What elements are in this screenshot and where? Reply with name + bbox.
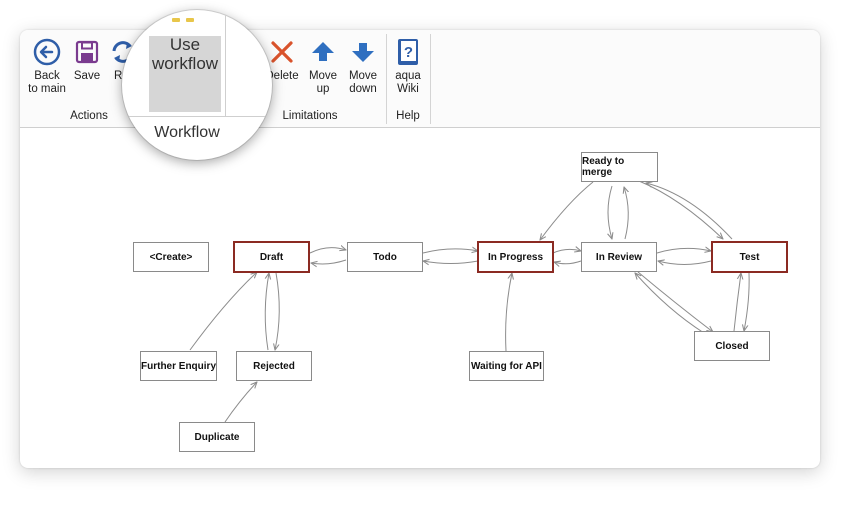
back-to-main-label: Back to main [28,70,66,95]
group-separator [225,10,226,116]
state-waiting-for-api[interactable]: Waiting for API [469,351,544,381]
magnifier-callout: Use workflow Workflow [122,10,272,160]
move-up-button[interactable]: Move up [305,36,341,96]
state-create[interactable]: <Create> [133,242,209,272]
group-separator [430,34,431,124]
state-closed[interactable]: Closed [694,331,770,361]
use-workflow-button[interactable] [149,36,221,112]
state-test[interactable]: Test [711,241,788,273]
state-label: Draft [259,251,284,263]
group-label-help: Help [396,110,420,122]
workflow-diagram: <Create> Draft Todo In Progress In Revie… [20,128,820,468]
move-up-label: Move up [308,70,338,95]
state-label: Rejected [253,360,295,372]
state-further-enquiry[interactable]: Further Enquiry [140,351,217,381]
workflow-icon [172,18,194,22]
group-label-actions: Actions [70,110,108,122]
state-label: In Review [595,251,643,263]
state-label: <Create> [149,251,193,263]
transition-arrows [189,180,750,423]
state-in-review[interactable]: In Review [581,242,657,272]
state-label: Test [739,251,760,263]
delete-button[interactable]: Delete [261,36,303,83]
group-separator [386,34,387,124]
state-duplicate[interactable]: Duplicate [179,422,255,452]
back-arrow-circle-icon [33,38,61,66]
aqua-wiki-button[interactable]: ? aqua Wiki [390,36,426,96]
state-label: Duplicate [194,431,240,443]
group-label-workflow: Workflow [154,124,220,141]
move-down-label: Move down [348,70,378,95]
group-label-limitations: Limitations [282,110,338,122]
use-workflow-label: Use workflow [151,35,219,73]
arrow-down-icon [352,43,374,62]
ribbon-bottom-border [122,116,272,117]
floppy-disk-icon [75,40,99,64]
state-todo[interactable]: Todo [347,242,423,272]
aqua-wiki-label: aqua Wiki [395,70,421,95]
help-book-icon: ? [398,39,418,65]
state-draft[interactable]: Draft [233,241,310,273]
state-rejected[interactable]: Rejected [236,351,312,381]
state-label: Waiting for API [471,360,542,372]
svg-text:?: ? [404,44,413,61]
x-icon [271,41,293,63]
workflow-editor-window: Back to main Save Ref [20,30,820,468]
state-label: Closed [715,340,749,352]
back-to-main-button[interactable]: Back to main [24,36,70,96]
save-button[interactable]: Save [70,36,104,83]
state-label: In Progress [487,251,544,263]
state-label: Ready to merge [582,156,625,178]
delete-label: Delete [265,70,299,82]
state-label: Further Enquiry [141,360,217,372]
state-label: Todo [373,251,397,263]
arrow-up-icon [312,42,334,61]
move-down-button[interactable]: Move down [344,36,382,96]
state-ready-to-merge[interactable]: Ready to merge [581,152,658,182]
state-in-progress[interactable]: In Progress [477,241,554,273]
save-label: Save [73,70,101,82]
